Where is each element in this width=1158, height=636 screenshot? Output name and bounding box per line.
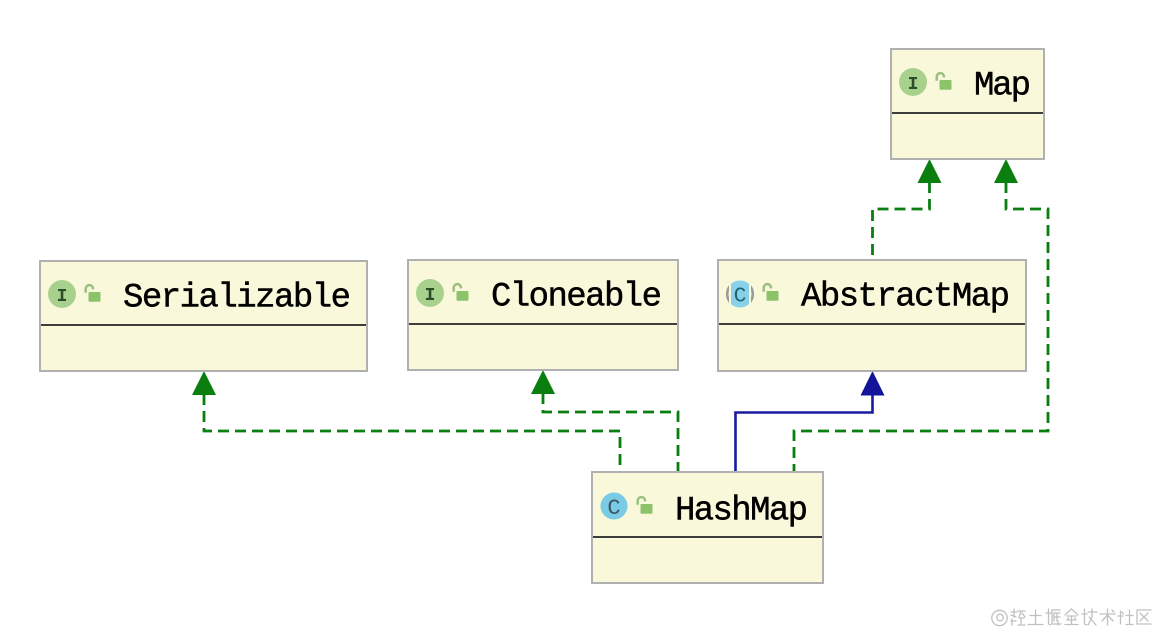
svg-text:I: I xyxy=(425,286,436,306)
svg-text:Serializable: Serializable xyxy=(123,280,351,318)
svg-text:AbstractMap: AbstractMap xyxy=(801,279,1010,317)
svg-text:HashMap: HashMap xyxy=(675,493,808,531)
svg-text:I: I xyxy=(57,287,68,307)
svg-text:C: C xyxy=(607,496,620,521)
svg-text:I: I xyxy=(908,75,919,95)
svg-text:Map: Map xyxy=(974,68,1031,106)
svg-text:C: C xyxy=(734,286,747,309)
svg-text:Cloneable: Cloneable xyxy=(491,279,662,317)
